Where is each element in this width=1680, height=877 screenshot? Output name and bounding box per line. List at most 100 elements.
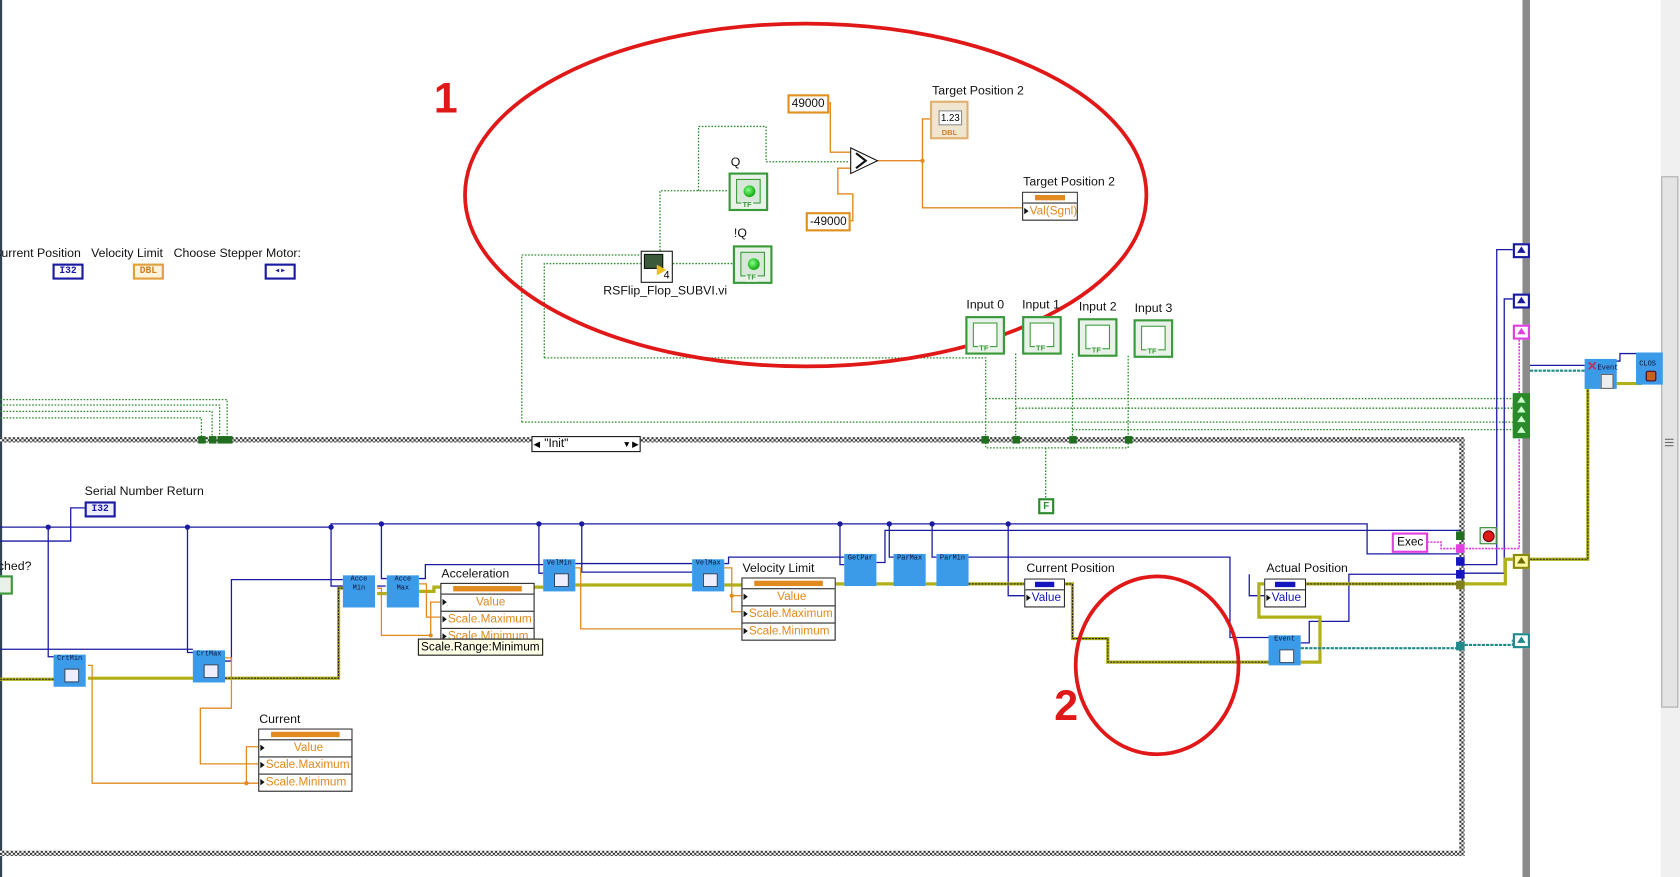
crt-min-invoke-node[interactable]: CrtMin bbox=[53, 654, 86, 687]
tf-tag: TF bbox=[745, 274, 758, 282]
case-structure-frame bbox=[0, 437, 1465, 857]
target-position-indicator[interactable]: 1.23 DBL bbox=[929, 100, 969, 140]
property-row-scale-maximum[interactable]: Scale.Maximum bbox=[742, 606, 835, 624]
node-label: ParMin bbox=[939, 553, 966, 562]
trash-icon bbox=[1600, 373, 1614, 389]
reached-label: ched? bbox=[0, 560, 32, 574]
actual-position-label: Actual Position bbox=[1266, 562, 1348, 576]
property-row-value[interactable]: Value bbox=[1265, 590, 1305, 606]
node-label: CrtMin bbox=[57, 654, 83, 663]
not-q-led-indicator[interactable]: TF bbox=[732, 245, 773, 284]
velocity-limit-label: Velocity Limit bbox=[91, 247, 163, 261]
shift-register-bool-4[interactable] bbox=[1512, 423, 1530, 439]
node-label: CLOS bbox=[1639, 359, 1656, 368]
register-event-node[interactable]: Event bbox=[1268, 635, 1301, 666]
destroy-event-node[interactable]: ✕ Event bbox=[1584, 358, 1618, 389]
choose-stepper-motor-label: Choose Stepper Motor: bbox=[173, 247, 301, 261]
acceleration-property-node[interactable]: Value Scale.Maximum Scale.Minimum bbox=[440, 582, 535, 641]
method-icon bbox=[203, 664, 219, 679]
shift-register-string[interactable] bbox=[1512, 324, 1530, 340]
property-row-value[interactable]: Value bbox=[259, 740, 352, 758]
crt-max-invoke-node[interactable]: CrtMax bbox=[192, 650, 225, 683]
property-row-scale-minimum[interactable]: Scale.Minimum bbox=[259, 775, 351, 791]
node-label: VelMax bbox=[695, 559, 721, 567]
choose-stepper-motor-terminal[interactable]: ◂▸ bbox=[264, 263, 296, 280]
constant-minus-49000[interactable]: -49000 bbox=[805, 212, 851, 232]
q-led-indicator[interactable]: TF bbox=[728, 172, 769, 212]
property-row-scale-maximum[interactable]: Scale.Maximum bbox=[259, 757, 352, 775]
node-label: Acce Min bbox=[350, 575, 368, 592]
increment-arrow-icon[interactable]: ▶ bbox=[632, 439, 639, 449]
target-position-property-node[interactable]: Val(Sgnl) bbox=[1022, 191, 1078, 221]
property-row-value[interactable]: Value bbox=[1025, 590, 1064, 606]
decrement-arrow-icon[interactable]: ◀ bbox=[533, 439, 541, 449]
node-label: ParMax bbox=[897, 553, 923, 562]
current-position-node-label: Current Position bbox=[1026, 562, 1115, 576]
select-function-icon bbox=[850, 147, 879, 175]
stop-button[interactable] bbox=[1479, 527, 1497, 545]
actual-position-property-node[interactable]: Value bbox=[1264, 578, 1307, 608]
rsflipflop-subvi[interactable]: 4 bbox=[640, 250, 673, 283]
serial-number-return-indicator[interactable]: I32 bbox=[84, 501, 116, 518]
property-row-value[interactable]: Value bbox=[441, 595, 534, 612]
x-icon: ✕ bbox=[1586, 358, 1598, 374]
property-row-scale-minimum[interactable]: Scale.Minimum bbox=[742, 624, 834, 640]
annotation-number-1: 1 bbox=[433, 74, 458, 123]
property-row-value[interactable]: Value bbox=[742, 589, 835, 607]
par-max-property-node[interactable]: ParMax bbox=[893, 553, 926, 587]
vertical-splitter[interactable] bbox=[1522, 0, 1530, 877]
node-label: GetPar bbox=[847, 553, 873, 562]
led-icon bbox=[743, 185, 756, 198]
tf-tag: TF bbox=[978, 344, 990, 353]
dropdown-arrow-icon[interactable]: ▼ bbox=[622, 439, 631, 449]
acc-min-property-node[interactable]: Acce Min bbox=[342, 575, 375, 608]
false-constant[interactable]: F bbox=[1038, 498, 1055, 515]
par-min-property-node[interactable]: ParMin bbox=[936, 553, 969, 587]
vel-max-invoke-node[interactable]: VelMax bbox=[692, 559, 725, 592]
annotation-ellipse-2 bbox=[1073, 574, 1241, 757]
acceleration-label: Acceleration bbox=[441, 567, 510, 581]
shift-register-refnum-2[interactable] bbox=[1512, 293, 1530, 309]
current-position-property-node[interactable]: Value bbox=[1024, 578, 1065, 608]
property-row-scale-maximum[interactable]: Scale.Maximum bbox=[441, 612, 534, 629]
property-row[interactable]: Val(Sgnl) bbox=[1023, 204, 1077, 220]
shift-register-event[interactable] bbox=[1512, 633, 1530, 649]
vel-min-invoke-node[interactable]: VelMin bbox=[543, 559, 576, 592]
case-selector[interactable]: ◀ "Init" ▼ ▶ bbox=[531, 436, 641, 453]
node-label: CrtMax bbox=[196, 650, 222, 658]
tf-tag: TF bbox=[741, 201, 753, 209]
velocity-limit-node-label: Velocity Limit bbox=[742, 562, 815, 576]
current-property-node[interactable]: Value Scale.Maximum Scale.Minimum bbox=[258, 728, 353, 792]
input-2-boolean[interactable]: TF bbox=[1077, 318, 1118, 357]
stop-icon bbox=[1482, 530, 1495, 543]
shift-register-refnum-1[interactable] bbox=[1512, 243, 1530, 259]
input-0-boolean[interactable]: TF bbox=[965, 316, 1005, 355]
method-icon bbox=[64, 668, 80, 683]
current-label: Current bbox=[259, 713, 301, 727]
annotation-ellipse-1 bbox=[463, 21, 1149, 369]
current-position-terminal[interactable]: I32 bbox=[52, 263, 84, 280]
shift-register-error[interactable] bbox=[1512, 553, 1530, 569]
velocity-limit-terminal[interactable]: DBL bbox=[132, 263, 164, 280]
constant-49000[interactable]: 49000 bbox=[787, 94, 829, 114]
wire-tooltip: Scale.Range:Minimum bbox=[417, 638, 543, 656]
input-3-boolean[interactable]: TF bbox=[1133, 319, 1174, 358]
get-par-property-node[interactable]: GetPar bbox=[844, 553, 877, 587]
velocity-limit-property-node[interactable]: Value Scale.Maximum Scale.Minimum bbox=[741, 577, 836, 641]
close-reference-node[interactable]: CLOS bbox=[1636, 352, 1663, 385]
current-position-label: Current Position bbox=[0, 247, 81, 261]
exec-string-constant[interactable]: Exec bbox=[1391, 532, 1429, 553]
annotation-number-2: 2 bbox=[1054, 682, 1079, 730]
node-label: Acce Max bbox=[394, 575, 412, 592]
tf-tag: TF bbox=[1146, 348, 1158, 356]
input-1-boolean[interactable]: TF bbox=[1022, 316, 1062, 355]
acc-max-property-node[interactable]: Acce Max bbox=[386, 575, 419, 608]
target-position-property-label: Target Position 2 bbox=[1023, 175, 1115, 189]
property-row-scale-minimum[interactable]: Scale.Minimum bbox=[441, 629, 533, 640]
indicator-type: DBL bbox=[941, 129, 958, 138]
reached-indicator[interactable] bbox=[0, 575, 13, 595]
case-selector-value: "Init" bbox=[544, 437, 569, 450]
serial-number-return-label: Serial Number Return bbox=[84, 485, 204, 499]
